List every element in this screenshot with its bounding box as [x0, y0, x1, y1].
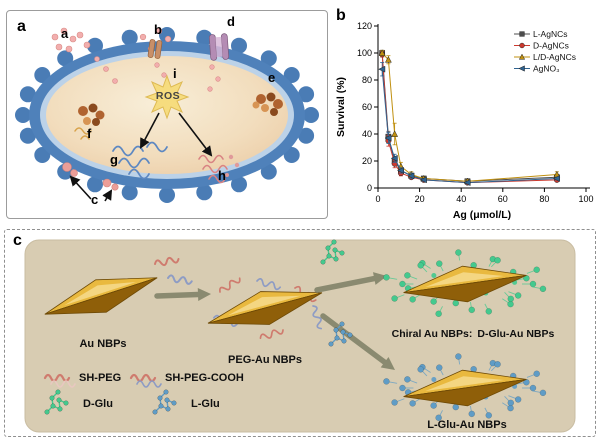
- panel-a: a a b c d e f g h i ROS: [6, 10, 328, 219]
- svg-text:40: 40: [456, 194, 466, 204]
- membrane-pore-b: [147, 39, 163, 59]
- membrane-patches-c: [62, 162, 119, 191]
- site-label-a: a: [61, 26, 69, 41]
- panel-c: c Au NBPs PEG-Au NBPs Chiral Au NBPs: D-…: [4, 229, 596, 437]
- nanoparticles-a: [51, 27, 118, 84]
- svg-text:0: 0: [367, 183, 372, 193]
- svg-text:Ag (μmol/L): Ag (μmol/L): [453, 209, 511, 221]
- au-nbps-label: Au NBPs: [79, 338, 127, 350]
- rna-dots-h: [225, 154, 240, 177]
- panel-a-label: a: [17, 18, 26, 35]
- membrane-channel-d: [208, 33, 230, 61]
- svg-text:40: 40: [362, 129, 372, 139]
- d-glu-label: D-Glu: [83, 398, 113, 410]
- ribosome-cluster-f: [78, 103, 105, 126]
- protein-aggregates: [74, 127, 92, 140]
- svg-text:20: 20: [362, 156, 372, 166]
- site-label-e: e: [268, 70, 276, 85]
- site-label-d: d: [227, 14, 235, 29]
- svg-text:0: 0: [375, 194, 380, 204]
- svg-text:100: 100: [578, 194, 593, 204]
- ros-arrows: [140, 112, 213, 157]
- dna-strands-g: [112, 141, 168, 180]
- svg-text:80: 80: [362, 75, 372, 85]
- panel-c-label: c: [13, 232, 22, 249]
- svg-text:L-AgNCs: L-AgNCs: [533, 29, 567, 39]
- l-glu-au-nbps-label: L-Glu-Au NBPs: [427, 419, 507, 431]
- ros-label: ROS: [155, 90, 181, 102]
- svg-text:Survival (%): Survival (%): [335, 77, 347, 137]
- svg-text:60: 60: [498, 194, 508, 204]
- svg-text:60: 60: [362, 102, 372, 112]
- site-label-c: c: [91, 192, 99, 207]
- ribosome-cluster-e: [252, 92, 283, 116]
- site-label-f: f: [87, 126, 92, 141]
- membrane-bumps: [15, 27, 319, 203]
- d-glu-au-nbps-label: D-Glu-Au NBPs: [477, 328, 555, 340]
- site-label-g: g: [110, 152, 118, 167]
- peg-au-nbps-label: PEG-Au NBPs: [228, 354, 302, 366]
- chiral-prefix-label: Chiral Au NBPs:: [391, 328, 473, 340]
- svg-text:120: 120: [357, 21, 372, 31]
- sh-peg-cooh-label: SH-PEG-COOH: [165, 372, 244, 384]
- sh-peg-label: SH-PEG: [79, 372, 122, 384]
- synthesis-scheme: [24, 239, 576, 433]
- l-glu-label: L-Glu: [191, 398, 220, 410]
- site-label-i: i: [173, 66, 177, 81]
- site-label-b: b: [154, 22, 162, 37]
- svg-text:100: 100: [357, 48, 372, 58]
- bacterium-schematic: [15, 27, 319, 203]
- svg-text:20: 20: [415, 194, 425, 204]
- ros-starburst: [144, 74, 190, 120]
- svg-text:L/D-AgNCs: L/D-AgNCs: [533, 52, 576, 62]
- chiral-label-row: Chiral Au NBPs: D-Glu-Au NBPs: [371, 328, 575, 340]
- svg-text:D-AgNCs: D-AgNCs: [533, 41, 569, 51]
- site-label-h: h: [218, 168, 226, 183]
- panel-b-label: b: [336, 7, 346, 24]
- label-c-arrows: [69, 175, 113, 202]
- nanoparticles-d: [207, 64, 221, 92]
- svg-text:80: 80: [539, 194, 549, 204]
- svg-text:AgNO₃: AgNO₃: [533, 64, 560, 74]
